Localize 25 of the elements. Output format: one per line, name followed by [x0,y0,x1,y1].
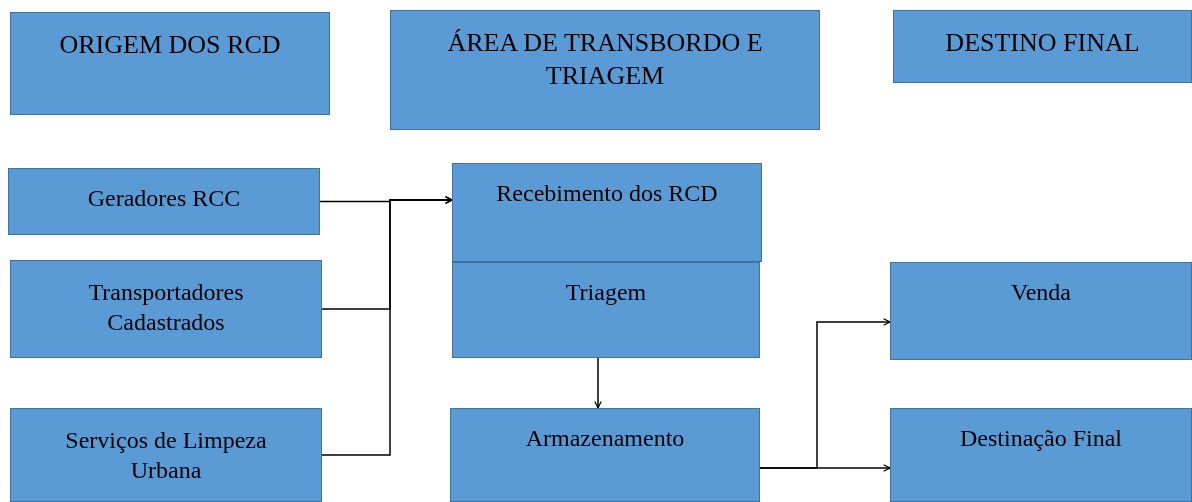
box-label: Transportadores Cadastrados [87,278,245,337]
box-label: ORIGEM DOS RCD [59,29,281,61]
connector-arrow [759,464,891,472]
box-label: DESTINO FINAL [945,27,1140,59]
column-header-box [893,10,1192,83]
process-box [452,262,760,358]
column-header-box [10,12,330,115]
box-label: Armazenamento [525,424,685,453]
process-box [890,408,1192,502]
box-label: Destinação Final [960,424,1122,453]
process-box [10,408,322,502]
box-label: Triagem [565,278,647,307]
box-label: Geradores RCC [87,184,241,213]
column-header-box [390,10,820,130]
process-box [890,262,1192,360]
process-box [8,168,320,235]
box-label: Recebimento dos RCD [496,179,718,208]
process-box [452,163,762,262]
box-label: ÁREA DE TRANSBORDO E TRIAGEM [446,27,764,92]
connector-arrow [594,357,602,409]
box-label: Serviços de Limpeza Urbana [64,426,268,485]
connector-arrow [321,196,453,456]
process-box [450,408,760,502]
box-label: Venda [1011,278,1071,307]
process-box [10,260,322,358]
